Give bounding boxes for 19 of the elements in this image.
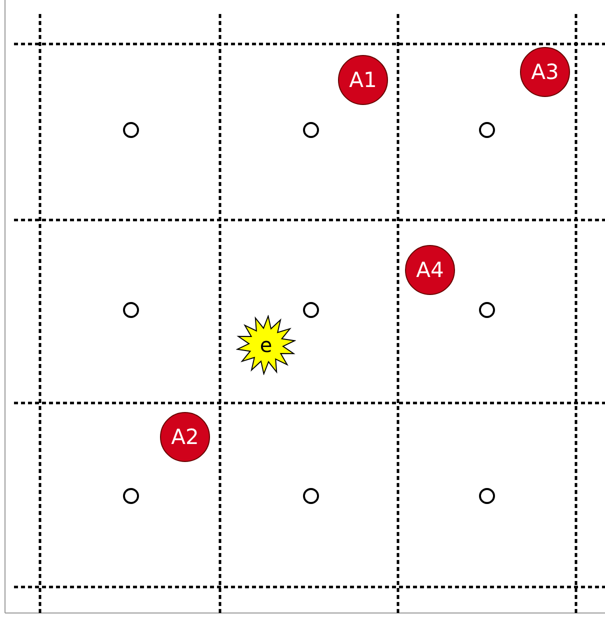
agent-label: A4: [416, 258, 444, 282]
agent-label: A3: [531, 60, 559, 84]
agent-label: A1: [349, 68, 377, 92]
agent-circle: [520, 47, 570, 97]
cell-center-circle: [123, 122, 139, 138]
cell-center-circle: [123, 302, 139, 318]
event-label: e: [260, 333, 272, 357]
agent-circle: [160, 412, 210, 462]
cell-center-circle: [303, 122, 319, 138]
cell-center-circle: [303, 302, 319, 318]
agent-label: A2: [171, 425, 199, 449]
cell-center-circle: [479, 122, 495, 138]
cell-center-circle: [123, 488, 139, 504]
cell-center-circle: [479, 302, 495, 318]
cell-center-circle: [479, 488, 495, 504]
cell-center-circle: [303, 488, 319, 504]
event-burst: [236, 315, 296, 375]
agent-circle: [338, 55, 388, 105]
agent-circle: [405, 245, 455, 295]
